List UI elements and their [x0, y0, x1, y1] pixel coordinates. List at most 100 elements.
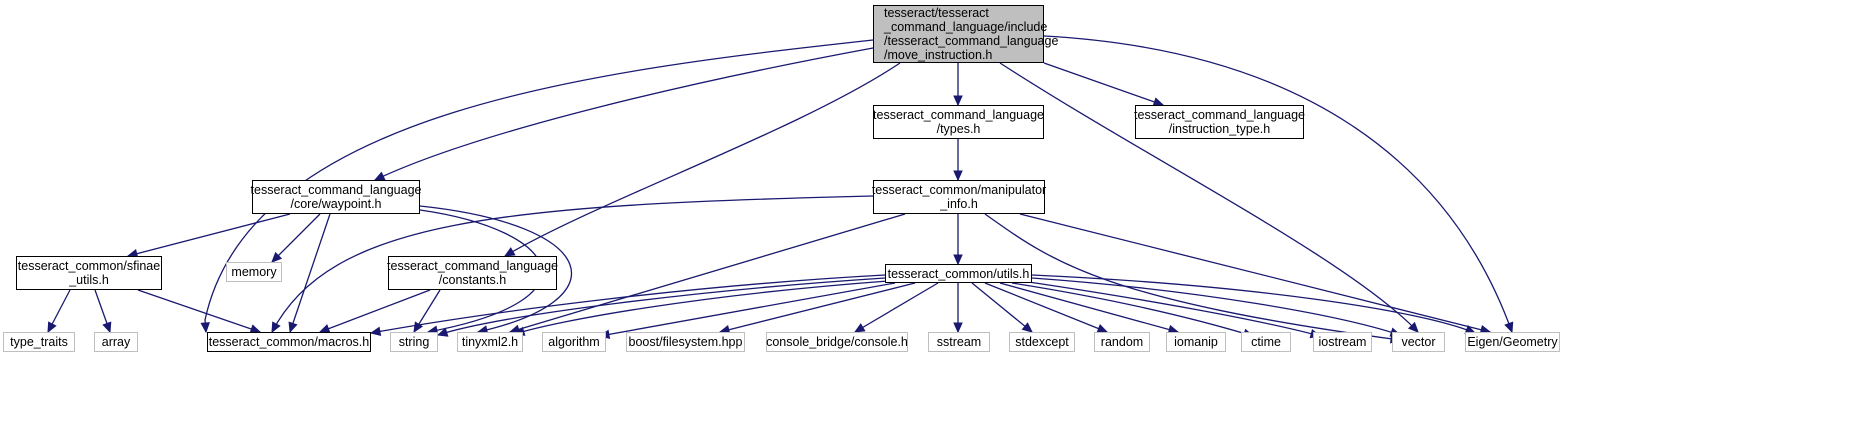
node-line: tesseract_command_language: [1134, 108, 1305, 122]
arrowhead-sfinae-to-typetraits: [47, 321, 57, 334]
node-line: tesseract_common/manipulator: [871, 183, 1047, 197]
arrowhead-sfinae-to-array: [102, 321, 112, 334]
arrowhead-manip-to-utils: [953, 254, 963, 266]
edge-utils-to-iomanip: [999, 282, 1179, 333]
node-boost-filesystem: boost/filesystem.hpp: [626, 332, 745, 352]
node-random: random: [1094, 332, 1150, 352]
edge-utils-to-iostream: [1021, 280, 1321, 337]
arrowhead-utils-to-console: [853, 323, 866, 333]
edge-utils-to-console: [854, 282, 939, 333]
edge-utils-to-random: [984, 282, 1108, 333]
node-line: boost/filesystem.hpp: [628, 335, 743, 349]
arrowhead-utils-to-string: [436, 327, 449, 337]
node-instruction-type[interactable]: tesseract_command_language /instruction_…: [1134, 105, 1305, 139]
edge-manip-to-tinyxml2: [509, 213, 906, 333]
arrowhead-utils-to-stdexcept: [1021, 322, 1033, 333]
node-eigen-geometry: Eigen/Geometry: [1465, 332, 1560, 352]
node-iomanip: iomanip: [1166, 332, 1226, 352]
edge-root-to-instruction: [1043, 62, 1164, 106]
edge-utils-to-ctime: [1011, 282, 1254, 337]
node-line: vector: [1401, 335, 1436, 349]
edge-constants-to-macros: [319, 289, 431, 333]
node-utils[interactable]: tesseract_common/utils.h: [885, 264, 1032, 283]
edge-root-to-macros: [204, 39, 874, 333]
node-line: /core/waypoint.h: [290, 197, 382, 211]
arrowhead-utils-to-sstream: [953, 322, 963, 334]
node-line: _utils.h: [69, 273, 109, 287]
edge-root-to-vector: [999, 62, 1419, 333]
edge-manip-to-eigen: [1019, 213, 1491, 333]
node-memory: memory: [226, 262, 282, 282]
node-line: iomanip: [1174, 335, 1218, 349]
arrowhead-root-to-macros: [200, 322, 210, 334]
edge-manip-to-macros: [271, 195, 874, 333]
edge-sfinae-to-macros: [137, 289, 261, 333]
node-manipulator-info[interactable]: tesseract_common/manipulator _info.h: [871, 180, 1047, 214]
node-sfinae-utils[interactable]: tesseract_common/sfinae _utils.h: [16, 256, 162, 290]
edge-manip-to-vector: [984, 213, 1401, 341]
arrowhead-root-to-waypoint: [373, 171, 386, 181]
edge-utils-to-algorithm: [599, 282, 896, 337]
edge-utils-to-stdexcept: [971, 282, 1033, 333]
node-line: _command_language/include: [884, 20, 1048, 34]
edge-utils-to-boost: [719, 282, 916, 333]
arrowhead-root-to-eigen: [1504, 321, 1514, 334]
node-line: tesseract_command_language: [250, 183, 422, 197]
node-line: tesseract_common/macros.h: [208, 335, 370, 349]
node-line: memory: [231, 265, 277, 279]
node-ctime: ctime: [1241, 332, 1291, 352]
node-line: ctime: [1251, 335, 1281, 349]
node-console-bridge: console_bridge/console.h: [766, 332, 908, 352]
edge-root-to-constants: [504, 62, 901, 257]
node-macros[interactable]: tesseract_common/macros.h: [207, 332, 371, 352]
edge-root-to-eigen: [1043, 35, 1513, 333]
node-string: string: [390, 332, 438, 352]
node-line: tesseract_common/utils.h: [887, 266, 1030, 281]
node-line: tesseract/tesseract: [884, 6, 989, 20]
node-line: tesseract_command_language: [387, 259, 558, 273]
node-array: array: [94, 332, 138, 352]
node-line: tesseract_common/sfinae: [17, 259, 161, 273]
node-line: sstream: [936, 335, 982, 349]
node-waypoint[interactable]: tesseract_command_language /core/waypoin…: [250, 180, 422, 214]
node-line: /move_instruction.h: [884, 48, 993, 62]
node-types[interactable]: tesseract_command_language /types.h: [873, 105, 1044, 139]
node-sstream: sstream: [928, 332, 990, 352]
node-type-traits: type_traits: [3, 332, 75, 352]
node-line: type_traits: [10, 335, 68, 349]
node-algorithm: algorithm: [542, 332, 606, 352]
edge-utils-to-vector: [1031, 277, 1401, 336]
arrowhead-waypoint-to-macros: [288, 321, 298, 334]
arrowhead-types-to-manip: [953, 170, 963, 182]
arrowhead-manip-to-macros: [271, 321, 281, 334]
node-line: /constants.h: [438, 273, 507, 287]
node-line: tesseract_command_language: [873, 108, 1044, 122]
edge-utils-to-tinyxml2: [514, 280, 889, 335]
arrowhead-root-to-constants: [503, 247, 516, 257]
node-line: random: [1100, 335, 1144, 349]
arrowhead-waypoint-to-memory: [271, 251, 283, 263]
arrowhead-utils-to-macros: [369, 326, 382, 337]
edge-waypoint-to-memory: [271, 213, 321, 263]
node-line: algorithm: [548, 335, 600, 349]
node-line: _info.h: [940, 197, 978, 211]
node-line: Eigen/Geometry: [1467, 335, 1558, 349]
edge-root-to-waypoint: [374, 47, 874, 181]
edge-waypoint-to-sfinae: [127, 213, 291, 257]
node-line: array: [101, 335, 131, 349]
node-constants[interactable]: tesseract_command_language /constants.h: [387, 256, 558, 290]
node-vector: vector: [1392, 332, 1445, 352]
node-line: /types.h: [936, 122, 981, 136]
node-line: tinyxml2.h: [461, 335, 519, 349]
edge-utils-to-eigen: [1031, 274, 1476, 334]
node-line: string: [398, 335, 430, 349]
node-move-instruction[interactable]: tesseract/tesseract _command_language/in…: [873, 5, 1058, 63]
arrowhead-root-to-vector: [1407, 321, 1419, 333]
node-line: /instruction_type.h: [1168, 122, 1271, 136]
edge-utils-to-macros: [370, 274, 886, 334]
node-line: stdexcept: [1015, 335, 1069, 349]
node-stdexcept: stdexcept: [1009, 332, 1075, 352]
node-tinyxml2: tinyxml2.h: [457, 332, 523, 352]
